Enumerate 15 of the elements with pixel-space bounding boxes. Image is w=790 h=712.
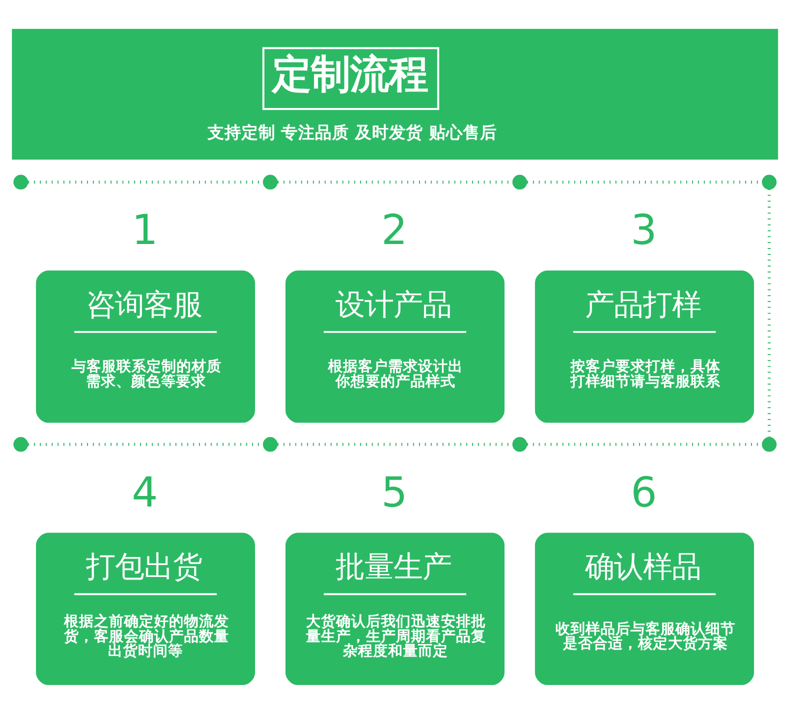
node-circle bbox=[13, 174, 28, 190]
node-circle bbox=[762, 174, 777, 190]
node-circle bbox=[262, 174, 278, 190]
node-circle bbox=[512, 174, 528, 190]
node-circle bbox=[762, 436, 777, 452]
node-label: 2 bbox=[381, 206, 408, 254]
node-circle bbox=[13, 436, 28, 452]
node-box: 定制流程 支持定制 专注品质 及时发货 贴心售后 bbox=[12, 28, 778, 160]
node-label: 5 bbox=[381, 468, 408, 516]
node-label: 6 bbox=[630, 468, 657, 516]
node-label: 1 bbox=[132, 206, 158, 254]
node-label: 3 bbox=[630, 206, 657, 254]
node-circle bbox=[512, 436, 528, 452]
node-circle bbox=[262, 436, 278, 452]
node-label: 4 bbox=[132, 468, 158, 516]
